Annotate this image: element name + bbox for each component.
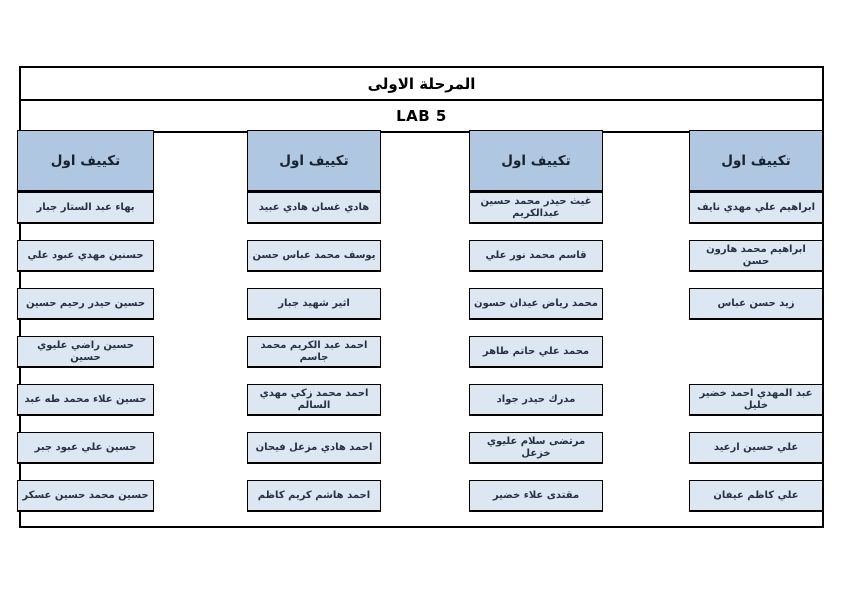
student-name-box: علي حسين ارعيد [689,432,823,464]
student-name-label: غيث حيدر محمد حسين عبدالكريم [480,196,592,219]
stage-title-row: المرحلة الاولى [21,68,822,101]
student-name-label: حسين محمد حسين عسكر [22,489,149,501]
group-header: تكييف اول [469,130,603,192]
student-name-box: غيث حيدر محمد حسين عبدالكريم [469,192,603,224]
student-name-label: مرتضى سلام عليوي خزعل [486,436,586,459]
student-name-label: احمد هاشم كريم كاظم [257,489,371,501]
lab-label: LAB 5 [396,107,447,125]
student-name-box: احمد هادي مزعل فيحان [247,432,381,464]
student-name-label: قاسم محمد نور علي [485,249,587,261]
group-header: تكييف اول [689,130,823,192]
group-column-2: تكييف اول هادي غسان هادي عبيد يوسف محمد … [247,130,381,512]
student-name-box: مدرك حيدر جواد [469,384,603,416]
student-name-box: هادي غسان هادي عبيد [247,192,381,224]
student-name-label: حسين حيدر رحيم حسين [25,297,146,309]
student-name-box: حسين حيدر رحيم حسين [17,288,154,320]
student-name-label: ابراهيم علي مهدي نايف [696,201,816,213]
student-name-label: علي كاظم عيفان [713,489,799,501]
student-name-box: قاسم محمد نور علي [469,240,603,272]
student-name-label: حسين علاء محمد طه عبد [24,393,147,405]
group-header-label: تكييف اول [279,152,349,169]
student-name-box: عبد المهدي احمد خضير خليل [689,384,823,416]
student-name-box: ابراهيم علي مهدي نايف [689,192,823,224]
group-column-1: تكييف اول بهاء عبد الستار جبار حسنين مهد… [17,130,154,512]
student-name-label: مقتدى علاء خضير [492,489,580,501]
student-name-box: محمد رياض عيدان حسون [469,288,603,320]
student-name-label: هادي غسان هادي عبيد [258,201,370,213]
student-name-box: علي كاظم عيفان [689,480,823,512]
student-name-box: محمد علي حاتم طاهر [469,336,603,368]
student-name-box: احمد محمد زكي مهدي السالم [247,384,381,416]
lab-title-row: LAB 5 [21,101,822,133]
student-name-label: احمد هادي مزعل فيحان [255,441,373,453]
student-name-label: حسين راضي عليوي حسين [37,340,134,363]
group-header-label: تكييف اول [501,152,571,169]
student-name-box: بهاء عبد الستار جبار [17,192,154,224]
student-name-label: مدرك حيدر جواد [496,393,576,405]
student-name-label: علي حسين ارعيد [713,441,799,453]
group-column-3: تكييف اول غيث حيدر محمد حسين عبدالكريم ق… [469,130,603,512]
page-title: المرحلة الاولى [367,74,476,93]
group-column-4: تكييف اول ابراهيم علي مهدي نايف ابراهيم … [689,130,823,512]
student-name-label: محمد علي حاتم طاهر [482,345,590,357]
group-header: تكييف اول [247,130,381,192]
student-name-label: محمد رياض عيدان حسون [474,297,598,309]
student-name-box: احمد هاشم كريم كاظم [247,480,381,512]
student-name-box: زيد حسن عباس [689,288,823,320]
group-header-label: تكييف اول [721,152,791,169]
student-name-box: حسين محمد حسين عسكر [17,480,154,512]
student-name-label: احمد محمد زكي مهدي السالم [259,388,369,411]
student-name-box: احمد عبد الكريم محمد جاسم [247,336,381,368]
student-name-label: زيد حسن عباس [717,297,795,309]
group-header-label: تكييف اول [50,152,121,169]
student-name-box: يوسف محمد عباس حسن [247,240,381,272]
student-name-label: بهاء عبد الستار جبار [36,201,135,213]
group-header: تكييف اول [17,130,154,192]
student-name-label: عبد المهدي احمد خضير خليل [699,388,813,411]
student-name-label: احمد عبد الكريم محمد جاسم [260,340,368,363]
student-name-box: حسين علي عبود جبر [17,432,154,464]
student-name-box: مرتضى سلام عليوي خزعل [469,432,603,464]
student-name-box: حسين راضي عليوي حسين [17,336,154,368]
student-name-box: حسين علاء محمد طه عبد [17,384,154,416]
student-name-box: ابراهيم محمد هارون حسن [689,240,823,272]
student-name-label: ابراهيم محمد هارون حسن [706,244,806,267]
student-name-label: اثير شهيد جبار [278,297,350,309]
student-name-label: يوسف محمد عباس حسن [252,249,376,261]
student-name-label: حسنين مهدي عبود علي [27,249,144,261]
student-name-box: حسنين مهدي عبود علي [17,240,154,272]
student-name-label: حسين علي عبود جبر [34,441,137,453]
student-name-box: اثير شهيد جبار [247,288,381,320]
student-name-box: مقتدى علاء خضير [469,480,603,512]
